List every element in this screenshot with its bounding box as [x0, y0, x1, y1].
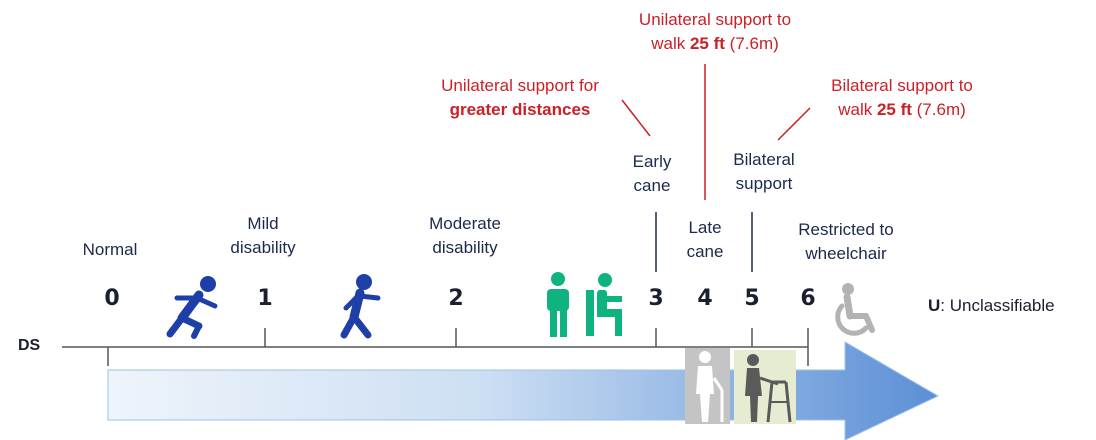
- tick-value-6: 6: [800, 286, 816, 311]
- tick-value-3: 3: [648, 286, 664, 311]
- annotation-early-cane: Unilateral support for greater distances: [441, 76, 599, 119]
- seated-person-icon: [586, 273, 622, 336]
- annotation-late-cane: Unilateral support to walk 25 ft (7.6m): [638, 10, 792, 53]
- unclassifiable-label: U: Unclassifiable: [928, 296, 1055, 315]
- stage-label-mild: Mild disability: [230, 214, 296, 257]
- axis-label: DS: [18, 337, 41, 354]
- walking-person-icon: [340, 274, 381, 339]
- stage-label-early-cane: Early cane: [632, 152, 672, 195]
- pointer-early-cane: [621, 99, 651, 137]
- person-with-walker-icon: [734, 350, 796, 424]
- person-with-cane-icon: [685, 348, 730, 424]
- standing-person-icon: [547, 272, 569, 337]
- progression-arrow: [107, 341, 940, 440]
- tick-value-5: 5: [744, 286, 760, 311]
- stage-label-wheelchair: Restricted to wheelchair: [798, 220, 894, 263]
- running-person-icon: [166, 276, 218, 339]
- stage-label-bilateral: Bilateral support: [733, 150, 795, 193]
- stage-label-moderate: Moderate disability: [429, 214, 501, 257]
- tick-value-1: 1: [257, 286, 273, 311]
- annotation-bilateral: Bilateral support to walk 25 ft (7.6m): [831, 76, 973, 119]
- wheelchair-icon: [835, 283, 875, 336]
- tick-value-2: 2: [448, 286, 464, 311]
- tick-value-4: 4: [697, 286, 713, 311]
- stage-label-normal: Normal: [82, 240, 138, 259]
- pointer-bilateral: [777, 107, 811, 141]
- stage-label-late-cane: Late cane: [686, 218, 724, 261]
- tick-value-0: 0: [104, 286, 120, 311]
